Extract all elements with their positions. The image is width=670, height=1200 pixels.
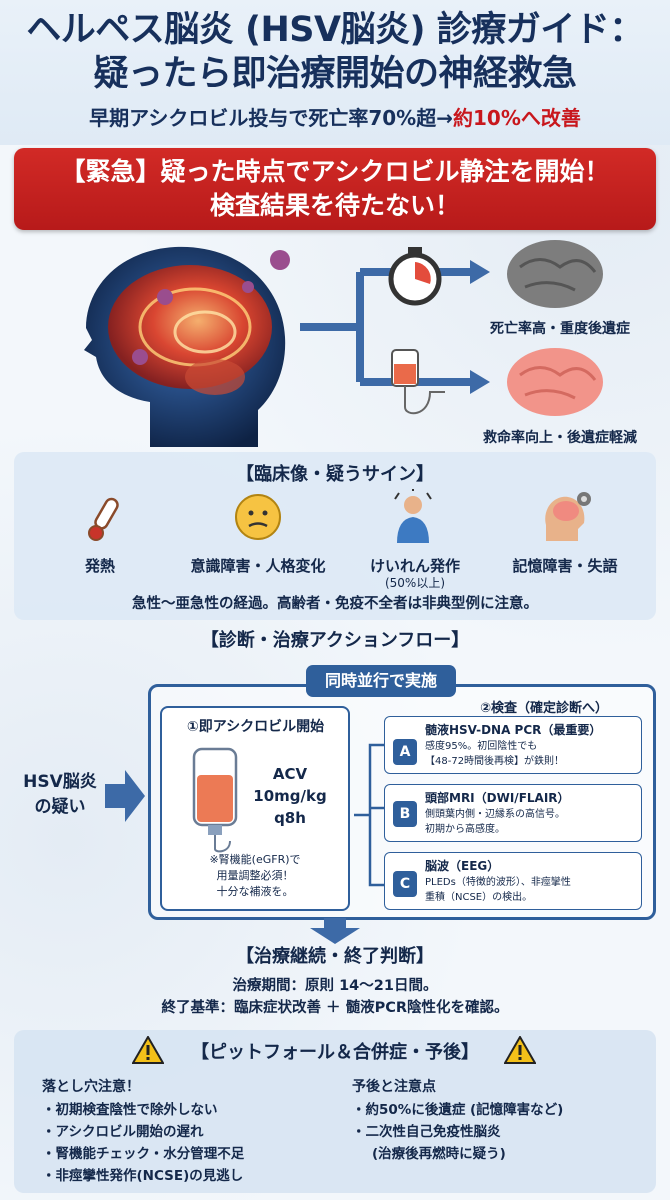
sign-consciousness: 意識障害・人格変化 — [190, 557, 326, 575]
parallel-tag: 同時並行で実施 — [306, 665, 456, 697]
early-outcome-label: 救命率向上・後遺症軽減 — [483, 430, 637, 446]
warning-icon — [504, 1036, 536, 1064]
prognosis-item: ・約50%に後遺症 (記憶障害など) — [352, 1102, 564, 1118]
pink-brain-icon — [507, 348, 603, 416]
pitfall-item: ・腎機能チェック・水分管理不足 — [42, 1146, 245, 1162]
exam-a-letter: A — [393, 739, 417, 765]
gray-brain-icon — [507, 240, 603, 308]
confused-face-icon — [235, 494, 281, 540]
exam-c-body: PLEDs（特徴的波形）、非痙攣性 重積（NCSE）の検出。 — [425, 875, 571, 905]
exam-c-body-2: 重積（NCSE）の検出。 — [425, 892, 533, 903]
sign-fever: 発熱 — [84, 557, 115, 575]
exam-b-title: 頭部MRI（DWI/FLAIR） — [425, 791, 570, 805]
exam-b-body-1: 側頭葉内側・辺縁系の高信号。 — [425, 809, 565, 820]
exam-bracket — [354, 743, 386, 887]
prognosis-item: ・二次性自己免疫性脳炎 — [352, 1124, 501, 1140]
subtitle-highlight: 約10%へ改善 — [452, 106, 581, 130]
stopwatch-icon — [388, 247, 442, 306]
head-silhouette-icon — [84, 246, 286, 447]
exam-b-letter: B — [393, 801, 417, 827]
acv-note-line-3: 十分な補液を。 — [216, 885, 294, 898]
pitfall-item: ・アシクロビル開始の遅れ — [42, 1124, 204, 1140]
urgent-banner: 【緊急】疑った時点でアシクロビル静注を開始！ 検査結果を待たない！ — [14, 148, 656, 230]
continuation-line-2: 終了基準：臨床症状改善 ＋ 髄液PCR陰性化を確認。 — [161, 1000, 509, 1016]
seizure-person-icon — [394, 489, 432, 543]
acv-title: ①即アシクロビル開始 — [186, 719, 325, 735]
acv-note: ※腎機能(eGFR)で 用量調整必須！ 十分な補液を。 — [165, 852, 345, 900]
thermometer-icon — [88, 497, 119, 541]
hero-illustration — [84, 240, 603, 447]
clinical-title: 【臨床像・疑うサイン】 — [236, 464, 434, 485]
exam-a-body-1: 感度95%。初回陰性でも — [425, 741, 538, 752]
subtitle: 早期アシクロビル投与で死亡率70%超→約10%へ改善 — [0, 102, 670, 131]
exam-b: B 頭部MRI（DWI/FLAIR） 側頭葉内側・辺縁系の高信号。 初期から高感… — [384, 784, 642, 842]
branch-arrow — [300, 268, 470, 386]
pitfalls-right-header: 予後と注意点 — [352, 1079, 436, 1095]
exam-a: A 髄液HSV-DNA PCR（最重要） 感度95%。初回陰性でも 【48-72… — [384, 716, 642, 774]
title-line-1: ヘルペス脳炎 (HSV脳炎) 診療ガイド： — [26, 10, 644, 50]
pitfalls-section: 【ピットフォール＆合併症・予後】 落とし穴注意！ ・初期検査陰性で除外しない ・… — [14, 1030, 656, 1193]
suspect-line-2: の疑い — [34, 797, 86, 817]
pitfall-item: ・初期検査陰性で除外しない — [42, 1102, 218, 1118]
urgent-line-2: 検査結果を待たない！ — [209, 191, 460, 220]
acv-dose-line-2: 10mg/kg — [253, 787, 327, 805]
exam-a-body-2: 【48-72時間後再検】が鉄則！ — [425, 756, 565, 767]
exam-header: ②検査（確定診断へ） — [480, 701, 609, 716]
acv-dose-line-3: q8h — [274, 809, 306, 827]
acv-dose: ACV 10mg/kg q8h — [240, 763, 340, 829]
flow-title: 【診断・治療アクションフロー】 — [200, 630, 470, 651]
suspect-arrow-icon — [105, 770, 145, 822]
exam-b-body-2: 初期から高感度。 — [425, 824, 505, 835]
acv-box — [160, 706, 350, 911]
warning-icon — [132, 1036, 164, 1064]
sign-seizure: けいれん発作 — [369, 557, 460, 575]
delayed-outcome-label: 死亡率高・重度後遺症 — [490, 321, 630, 337]
virus-icon — [132, 250, 290, 365]
exam-a-title: 髄液HSV-DNA PCR（最重要） — [425, 723, 602, 737]
exam-c: C 脳波（EEG） PLEDs（特徴的波形）、非痙攣性 重積（NCSE）の検出。 — [384, 852, 642, 910]
continuation-line-1: 治療期間：原則 14〜21日間。 — [232, 978, 438, 994]
suspect-label: HSV脳炎 の疑い — [10, 770, 110, 820]
iv-bag-large-icon — [192, 747, 238, 853]
page-title: ヘルペス脳炎 (HSV脳炎) 診療ガイド： 疑ったら即治療開始の神経救急 — [0, 0, 670, 96]
exam-a-body: 感度95%。初回陰性でも 【48-72時間後再検】が鉄則！ — [425, 739, 564, 769]
brain-gear-icon — [545, 492, 591, 541]
header: ヘルペス脳炎 (HSV脳炎) 診療ガイド： 疑ったら即治療開始の神経救急 早期ア… — [0, 0, 670, 145]
acv-dose-line-1: ACV — [272, 765, 308, 783]
exam-c-letter: C — [393, 871, 417, 897]
iv-bag-icon — [391, 349, 445, 415]
exam-c-body-1: PLEDs（特徴的波形）、非痙攣性 — [425, 877, 571, 888]
clinical-note: 急性〜亜急性の経過。高齢者・免疫不全者は非典型例に注意。 — [132, 596, 538, 612]
acv-note-line-1: ※腎機能(eGFR)で — [209, 853, 301, 866]
pitfalls-left-header: 落とし穴注意！ — [42, 1079, 140, 1095]
subtitle-main: 早期アシクロビル投与で死亡率70%超→ — [89, 106, 453, 130]
pitfalls-title: 【ピットフォール＆合併症・予後】 — [191, 1042, 479, 1063]
prognosis-item: (治療後再燃時に疑う) — [372, 1146, 506, 1162]
continuation-title: 【治療継続・終了判断】 — [236, 946, 434, 967]
title-line-2: 疑ったら即治療開始の神経救急 — [93, 54, 577, 94]
acv-note-line-2: 用量調整必須！ — [216, 869, 294, 882]
pitfall-item: ・非痙攣性発作(NCSE)の見逃し — [42, 1168, 244, 1184]
sign-seizure-sub: (50%以上) — [384, 576, 446, 590]
urgent-line-1: 【緊急】疑った時点でアシクロビル静注を開始！ — [60, 157, 610, 186]
down-arrow-icon — [310, 918, 360, 944]
sign-memory: 記憶障害・失語 — [512, 557, 618, 575]
exam-c-title: 脳波（EEG） — [425, 859, 500, 873]
suspect-line-1: HSV脳炎 — [23, 772, 97, 792]
exam-b-body: 側頭葉内側・辺縁系の高信号。 初期から高感度。 — [425, 807, 565, 837]
